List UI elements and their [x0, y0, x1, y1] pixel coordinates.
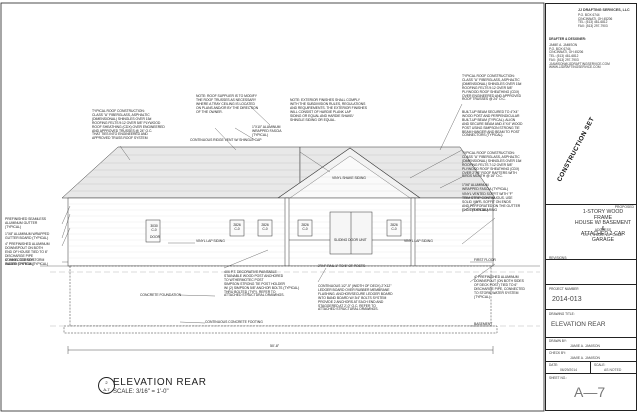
window-label: 3030 C-0: [150, 224, 158, 232]
firm-address: P.O. BOX 6744 CINCINNATI, OH 45206 TEL: …: [578, 13, 613, 29]
window-label: 2826 C-0: [261, 223, 269, 231]
roof-note-left: TYPICAL ROOF CONSTRUCTION: CLASS "A" FIB…: [92, 109, 165, 141]
address-label: ADDRESS: [594, 228, 612, 232]
firm-name: JJ DRAFTING SERVICES, LLC: [578, 8, 630, 12]
date-label: DATE:: [549, 363, 559, 367]
window-label: 2826 C-0: [390, 223, 398, 231]
detail-bubble: 2 A-7: [98, 377, 115, 394]
rear-gable: [277, 147, 421, 199]
drafter-info: JAMIE A. JAMISON P.O. BOX 6744 CINCINNAT…: [549, 43, 610, 70]
dimension-line: [67, 346, 494, 354]
project-number: 2014-013: [552, 296, 582, 303]
vinyl-lap-note: VINYL LAP SIDING: [196, 239, 225, 243]
roof-note-right-2: TYPICAL ROOF CONSTRUCTION: CLASS "A" FIB…: [462, 151, 522, 179]
scale-value: AS NOTED: [604, 368, 622, 372]
scale-label: SCALE:: [594, 363, 606, 367]
sheet-label: SHEET NO.:: [549, 376, 568, 380]
revisions-label: REVISIONS:: [549, 256, 568, 260]
soffit-note: VINYL VENTED SOFFIT WITH "F" TRIM STRIP …: [462, 192, 521, 212]
downspout-right-note: 4" PREFINISHED ALUMINUM DOWNSPOUT (ON BO…: [474, 275, 525, 299]
downspout-left-note: 4" PREFINISHED ALUMINUM DOWNSPOUT ON BOT…: [5, 242, 50, 266]
project-title: 1-STORY WOOD FRAME HOUSE W/ BASEMENT & A…: [574, 209, 632, 243]
drawing-title-label: DRAWING TITLE:: [549, 312, 575, 316]
basement-note: BASEMENT: [474, 322, 493, 326]
main-roof: [61, 146, 496, 199]
foundation-note: CONCRETE FOUNDATION: [140, 293, 182, 297]
rail-note: 2"X4" RAIL 1" TO 5" OF POSTS: [318, 264, 366, 268]
bubble-number: 2: [105, 380, 108, 385]
fascia-right-note: 1"X6" ALUMINUM WRAPPED FASCIA (TYPICAL): [462, 183, 509, 191]
gutter-board-note: 1"X8" ALUMINUM WRAPPED GUTTER BOARD (TYP…: [5, 232, 50, 240]
sliding-door-label: SLIDING DOOR UNIT: [334, 238, 367, 242]
window-label: 2826 C-0: [301, 223, 309, 231]
gutter-note: PREFINISHED SEAMLESS ALUMINUM GUTTER (TY…: [5, 217, 47, 229]
truss-bearing-note: TRUSS BEARING: [470, 208, 498, 212]
sheet-number: A—7: [574, 384, 606, 400]
construction-stamp: CONSTRUCTION SET: [548, 116, 596, 185]
posts-note: 4X6 P.T. DECORATIVE PAINTABLE STAINABLE …: [224, 270, 300, 298]
elevation-scale: SCALE: 3/16" = 1'-0": [113, 389, 169, 395]
fascia-top-note: 1"X10" ALUMINUM WRAPPED FASCIA (TYPICAL): [252, 125, 282, 137]
date-value: 06/29/2014: [560, 368, 577, 372]
exterior-finish-note: NOTE: EXTERIOR FINISHES SHALL COMPLY WIT…: [290, 98, 367, 122]
drafter-label: DRAFTER & DESIGNER:: [549, 37, 587, 41]
roof-note-right: TYPICAL ROOF CONSTRUCTION: CLASS "A" FIB…: [462, 74, 522, 102]
drawn-by: JAMIE A. JAMISON: [570, 344, 600, 348]
check-by-label: CHECK BY:: [549, 351, 567, 355]
footing-note: CONTINUOUS CONCRETE FOOTING: [205, 320, 263, 324]
ledger-note: CONTINUOUS 1/2"-5" (WIDTH OF DECK) 2"X12…: [318, 284, 393, 312]
walls: [67, 197, 494, 267]
header-beam-note: BUILT-UP BEAM SECURED TO 4"X4" WOOD POST…: [462, 110, 523, 138]
bubble-sheet: A-7: [103, 387, 110, 392]
door-label: DOOR: [150, 235, 160, 239]
corner-guard-note: 6" VINYL CORNER GUARD (TYPICAL): [5, 258, 34, 266]
title-block: JJ DRAFTING SERVICES, LLC P.O. BOX 6744 …: [545, 3, 637, 411]
ridge-vent-note: CONTINUOUS RIDGE VENT W/ SHINGLE CAP: [190, 138, 262, 142]
leader-lines: [61, 103, 496, 327]
drawn-by-label: DRAWN BY:: [549, 339, 567, 343]
vinyl-lap-note-2: VINYL LAP SIDING: [404, 239, 433, 243]
overall-dimension: 50'-8": [270, 344, 280, 348]
foundation: [40, 265, 540, 334]
vinyl-shake-note: VINYL SHAKE SIDING: [332, 176, 366, 180]
first-floor-note: FIRST FLOOR: [474, 258, 496, 262]
project-label: PROPOSED: [614, 205, 634, 209]
drawing-title: ELEVATION REAR: [551, 321, 606, 328]
window-label: 2826 C-0: [233, 223, 241, 231]
elevation-title: ELEVATION REAR: [113, 377, 207, 388]
project-number-label: PROJECT NUMBER: [549, 287, 579, 291]
check-by: JAMIE A. JAMISON: [570, 356, 600, 360]
roof-supplier-note: NOTE: ROOF SUPPLIER IS TO MODIFY THE ROO…: [196, 94, 259, 114]
address-value: CITY, STATE, ZIP CODE: [583, 233, 623, 237]
